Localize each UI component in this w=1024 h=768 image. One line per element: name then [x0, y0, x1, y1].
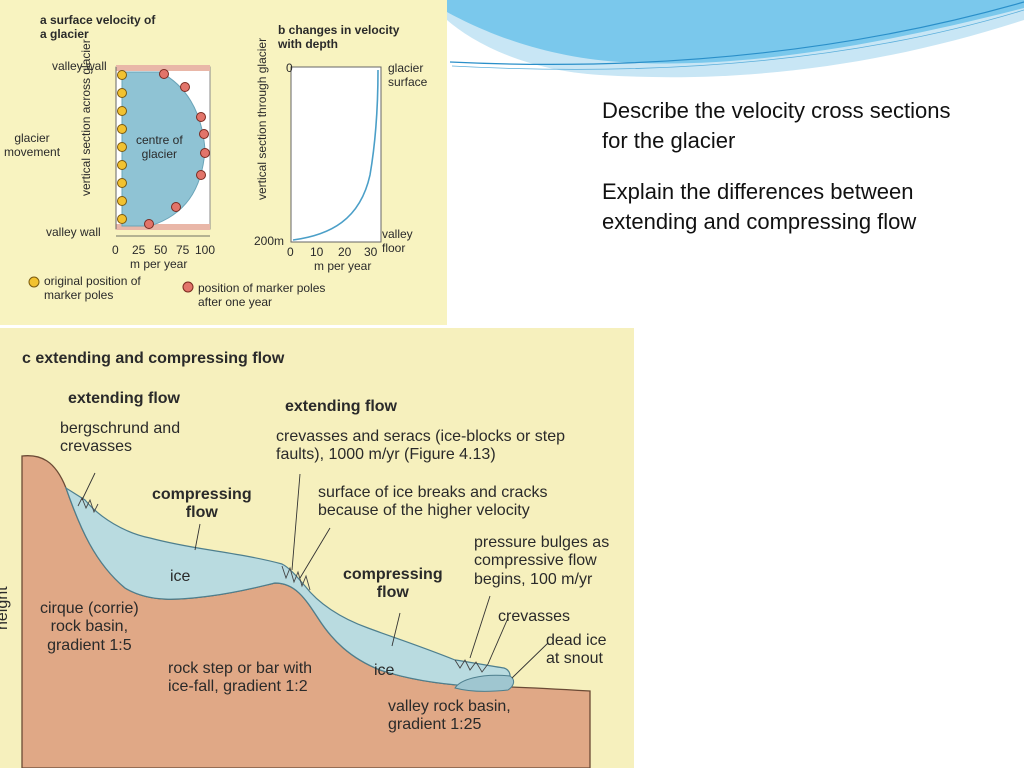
panel-a-tick-100: 100	[195, 243, 216, 257]
slide-text: Describe the velocity cross sections for…	[602, 96, 982, 259]
cirque-label: cirque (corrie) rock basin, gradient 1:5	[40, 600, 139, 654]
dead-ice	[454, 674, 515, 692]
surface-breaks-label: surface of ice breaks and cracks because…	[318, 484, 548, 520]
panel-a-tick-0: 0	[112, 243, 119, 257]
panel-b-y-top: 0	[286, 61, 293, 75]
valley-wall-bottom-label: valley wall	[46, 225, 101, 239]
panel-a-axis-unit: m per year	[130, 257, 188, 271]
crevasses-label: crevasses	[498, 608, 571, 625]
legend-after-label: position of marker poles after one year	[198, 281, 326, 309]
velocity-diagram	[28, 65, 382, 293]
ice-label-1: ice	[170, 568, 191, 585]
pressure-bulges-label: pressure bulges as compressive flow begi…	[474, 534, 610, 588]
panel-a-tick-50: 50	[154, 243, 168, 257]
valley-basin-label: valley rock basin, gradient 1:25	[388, 698, 511, 734]
glacier-movement-label: glacier movement	[4, 131, 61, 159]
original-markers	[117, 70, 127, 224]
panel-b-y-bottom: 200m	[254, 234, 285, 248]
slide-decoration	[447, 0, 1024, 78]
panel-a-tick-25: 25	[132, 243, 146, 257]
panel-b-title: b changes in velocity with depth	[278, 23, 400, 51]
panel-b-tick-20: 20	[338, 245, 352, 259]
dead-ice-label: dead ice at snout	[546, 632, 607, 668]
prompt-explain: Explain the differences between extendin…	[602, 179, 917, 235]
extending-flow-label-2: extending flow	[285, 398, 397, 415]
panel-c-title: c extending and compressing flow	[22, 350, 285, 367]
panel-a-title: a surface velocity of a glacier	[40, 13, 156, 41]
legend-original-label: original position of marker poles	[44, 274, 141, 302]
panel-b-tick-10: 10	[310, 245, 324, 259]
rock-step-label: rock step or bar with ice-fall, gradient…	[168, 660, 313, 696]
flow-panel: c extending and compressing flow extendi…	[0, 328, 634, 768]
compressing-flow-label-1: compressing flow	[152, 486, 252, 522]
glacier-surface-label: glacier surface	[388, 61, 428, 89]
panel-b-tick-0: 0	[287, 245, 294, 259]
flow-diagram	[21, 454, 591, 768]
valley-wall-top-label: valley wall	[52, 59, 107, 73]
crevasses-seracs-label: crevasses and seracs (ice-blocks or step…	[276, 428, 565, 464]
depth-velocity-curve	[292, 69, 379, 241]
panel-b-axis-unit: m per year	[314, 259, 372, 273]
panel-a-tick-75: 75	[176, 243, 190, 257]
prompt-describe: Describe the velocity cross sections for…	[602, 98, 951, 153]
valley-floor-label: valley floor	[382, 227, 413, 255]
extending-flow-label-1: extending flow	[68, 390, 180, 407]
panel-b-tick-30: 30	[364, 245, 378, 259]
vertical-section-through-label: vertical section through glacier	[255, 37, 269, 200]
compressing-flow-label-2: compressing flow	[343, 566, 443, 602]
height-axis-label: height	[0, 586, 11, 630]
centre-of-glacier-label: centre of glacier	[136, 133, 183, 161]
after-markers	[144, 69, 210, 229]
velocity-panel: a surface velocity of a glacier valley w…	[0, 0, 447, 325]
ice-label-2: ice	[374, 662, 395, 679]
vertical-section-across-label: vertical section across glacier	[79, 39, 93, 196]
ice-body	[64, 486, 511, 687]
bergschrund-label: bergschrund and crevasses	[60, 420, 181, 456]
